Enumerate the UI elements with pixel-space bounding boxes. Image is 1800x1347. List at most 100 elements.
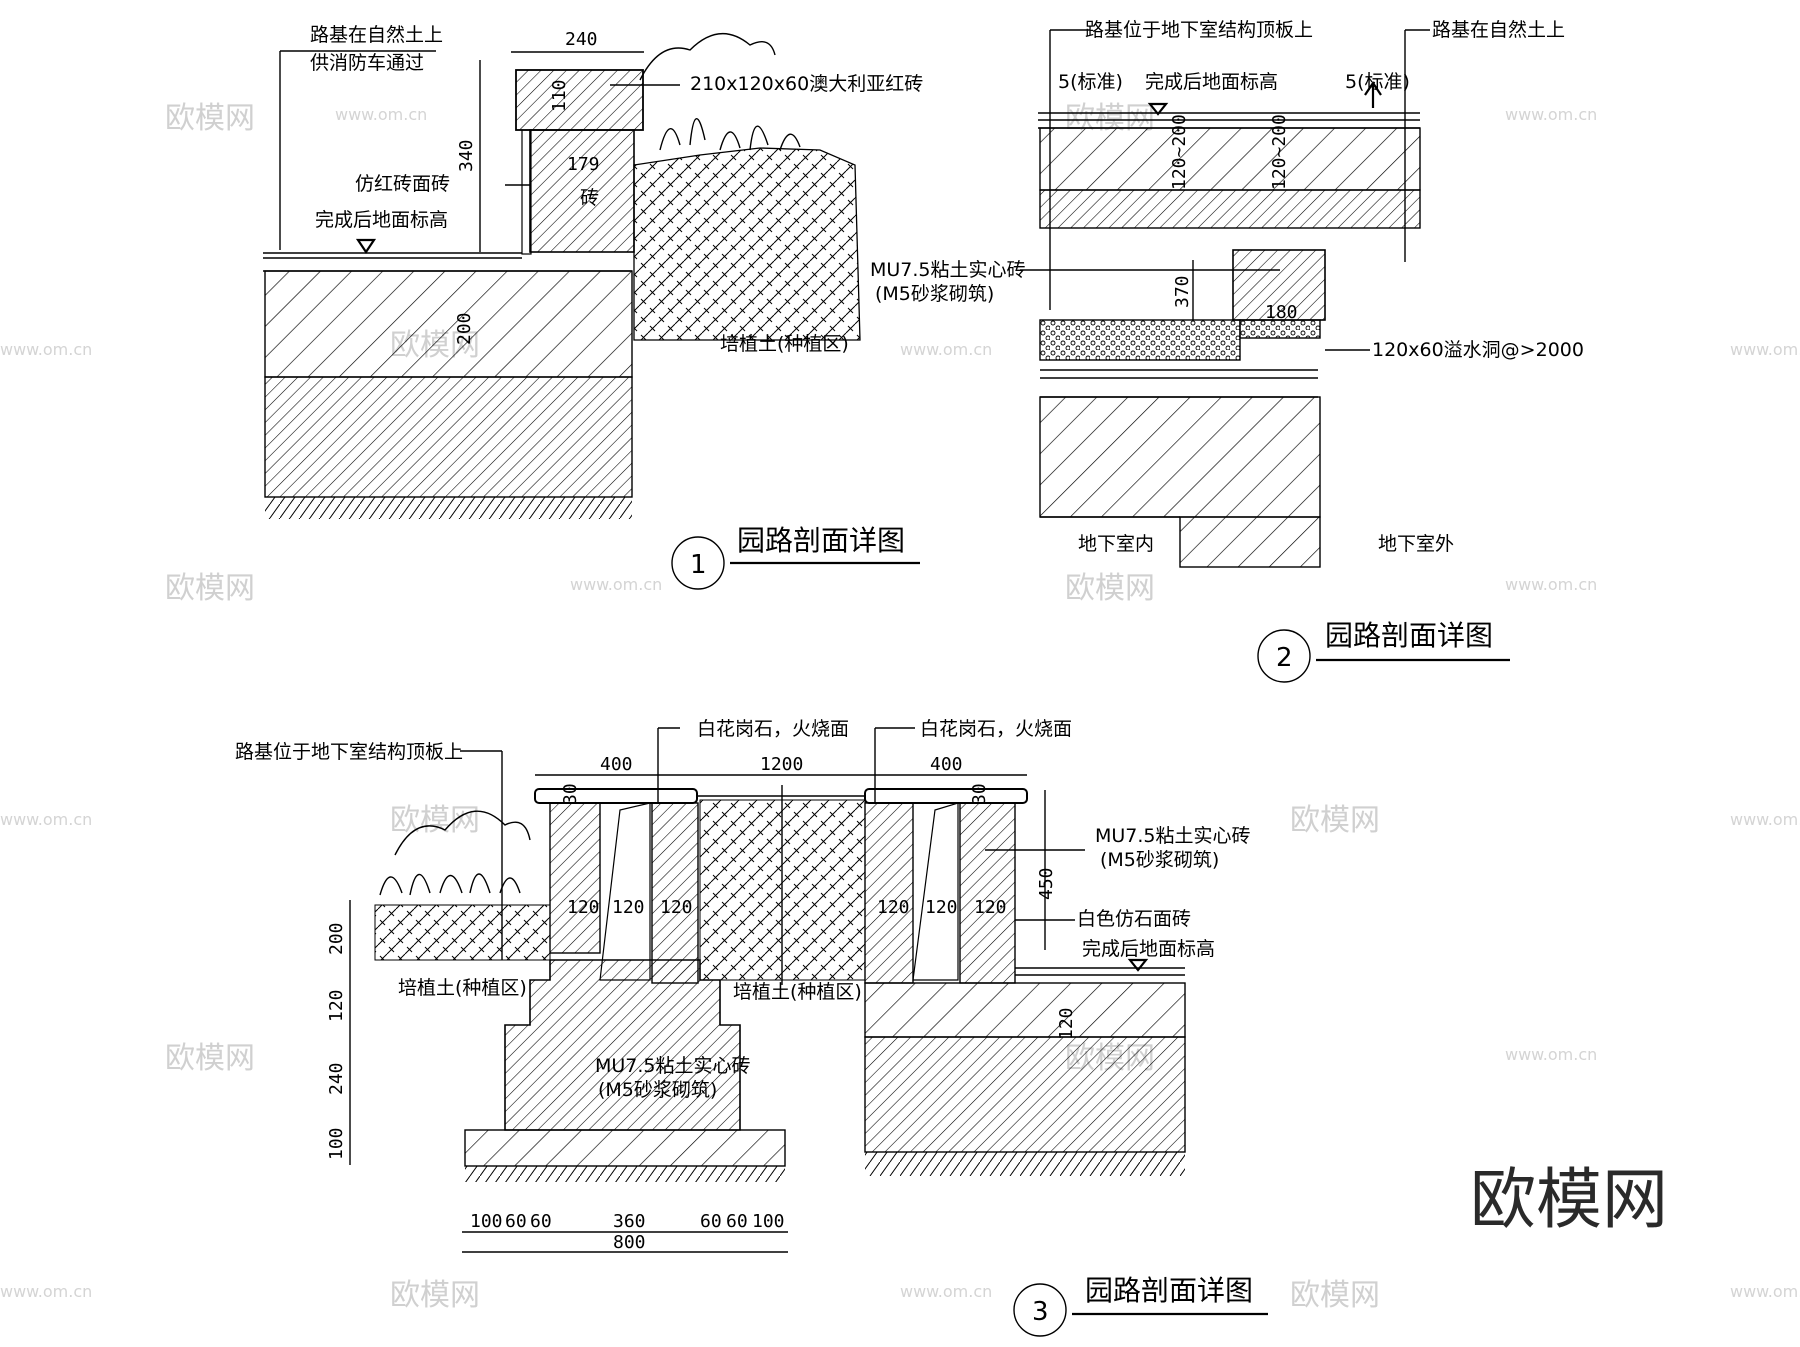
dim-wall-b: 120 [612,897,645,918]
dim-cap-height: 110 [549,79,570,112]
watermark-logo: 欧模网 [1290,1278,1380,1313]
label-brick-mid: MU7.5粘土实心砖 [595,1055,751,1077]
detail-1: 路基在自然土上 供消防车通过 210x120x60澳大利亚红砖 仿红砖面砖 完成… [263,24,923,590]
structural-wall [1179,516,1321,568]
dim-wall-e: 120 [925,897,958,918]
dim-bottom-total: 800 [613,1232,646,1253]
watermark-url: www.om.cn [1730,1282,1800,1301]
arrow-up-icon [1364,81,1382,108]
watermark-logo: 欧模网 [1290,803,1380,838]
compacted-earth [864,1036,1186,1153]
concrete-base [1039,127,1421,191]
dim-base-left: 120~200 [1169,114,1190,190]
label-granite-right: 白花岗石，火烧面 [920,718,1072,740]
label-basement-inside: 地下室内 [1078,533,1154,555]
detail-2: 路基位于地下室结构顶板上 路基在自然土上 完成后地面标高 5(标准) 5(标准)… [870,19,1584,683]
dim-base-height: 200 [454,312,475,345]
finish-level-icon [355,238,377,254]
label-roof-slab: 路基位于地下室结构顶板上 [235,741,463,763]
label-finish-level: 完成后地面标高 [1082,938,1215,960]
dim-cap-left: 30 [560,783,581,805]
dim-wall-width: 179 [567,154,600,175]
label-basement-outside: 地下室外 [1378,533,1454,555]
watermark-url: www.om.cn [570,575,662,594]
dim-v-240: 240 [326,1062,347,1095]
label-face-tile: 仿红砖面砖 [355,173,450,195]
label-finish-level: 完成后地面标高 [315,209,448,231]
detail-title: 园路剖面详图 [1085,1274,1253,1307]
watermark-logo: 欧模网 [390,1278,480,1313]
planting-soil-left [374,904,551,961]
detail-number: 1 [690,550,707,580]
dim-wall-d: 120 [877,897,910,918]
label-mortar-mid: (M5砂浆砌筑) [598,1079,717,1101]
detail-number: 2 [1276,643,1293,673]
label-finish-level: 完成后地面标高 [1145,71,1278,93]
brick-pier [1232,249,1326,321]
watermark-url: www.om.cn [900,1282,992,1301]
watermark-url: www.om.cn [1505,1045,1597,1064]
gravel-layer [1039,319,1241,361]
shrub-icon [394,810,531,856]
label-granite-left: 白花岗石，火烧面 [697,718,849,740]
dim-bottom-100b: 100 [752,1211,785,1232]
watermark-url: www.om.cn [900,340,992,359]
dim-top-width: 240 [565,29,598,50]
watermark-url: www.om.cn [0,810,92,829]
detail-title: 园路剖面详图 [737,524,905,557]
label-mortar-right: (M5砂浆砌筑) [1100,849,1219,871]
gravel-layer-right [1239,319,1321,339]
brick-wall [959,802,1016,984]
dim-bottom-360: 360 [613,1211,646,1232]
compacted-earth [1039,189,1421,229]
watermark-logo: 欧模网 [165,101,255,136]
dim-bottom-60a: 60 [505,1211,527,1232]
watermark-url: www.om.cn [1730,340,1800,359]
plant-icon [659,118,801,151]
dim-wall-a: 120 [567,897,600,918]
dim-right-base: 120 [1056,1007,1077,1040]
brick-cap [515,69,644,131]
watermark-url: www.om.cn [335,105,427,124]
label-standard-left: 5(标准) [1058,71,1123,93]
watermark-logo: 欧模网 [165,1041,255,1076]
dim-cap-right: 30 [969,783,990,805]
brick-wall [864,802,914,984]
detail-number-circle [1013,1283,1067,1337]
label-mortar: (M5砂浆砌筑) [875,283,994,305]
brick-wall [549,802,601,954]
dim-v-100: 100 [326,1127,347,1160]
detail-3: 路基位于地下室结构顶板上 白花岗石，火烧面 白花岗石，火烧面 MU7.5粘土实心… [235,718,1268,1337]
dim-wall-height: 340 [456,139,477,172]
dim-wall-height: 370 [1172,275,1193,308]
label-planting-soil: 培植土(种植区) [720,333,849,355]
natural-earth [265,497,632,519]
dim-bottom-60c: 60 [700,1211,722,1232]
dim-bottom-100a: 100 [470,1211,503,1232]
label-overflow-hole: 120x60溢水洞@>2000 [1372,339,1584,361]
watermark-url: www.om.cn [0,340,92,359]
shrub-icon [639,32,776,81]
compacted-earth [264,376,633,498]
label-brick: 砖 [580,187,599,209]
watermark-logo: 欧模网 [165,571,255,606]
dim-right-height: 450 [1036,867,1057,900]
brick-footing [504,959,741,1131]
finish-level-icon [1127,958,1149,972]
dim-wall-c: 120 [660,897,693,918]
watermark-url: www.om.cn [1505,105,1597,124]
dim-bottom-60b: 60 [530,1211,552,1232]
dim-top-mid: 1200 [760,754,803,775]
brick-wall [651,802,699,984]
brand-logo: 欧模网 [1470,1161,1668,1238]
structural-slab [1039,396,1321,518]
label-natural-soil: 路基在自然土上 [1432,19,1565,41]
watermark-logo: 欧模网 [390,803,480,838]
detail-number-circle [1257,629,1311,683]
dim-top-left: 400 [600,754,633,775]
concrete-base [864,982,1186,1038]
finish-level-icon [1147,102,1169,116]
dim-wall-width: 180 [1265,302,1298,323]
watermark-url: www.om.cn [1505,575,1597,594]
